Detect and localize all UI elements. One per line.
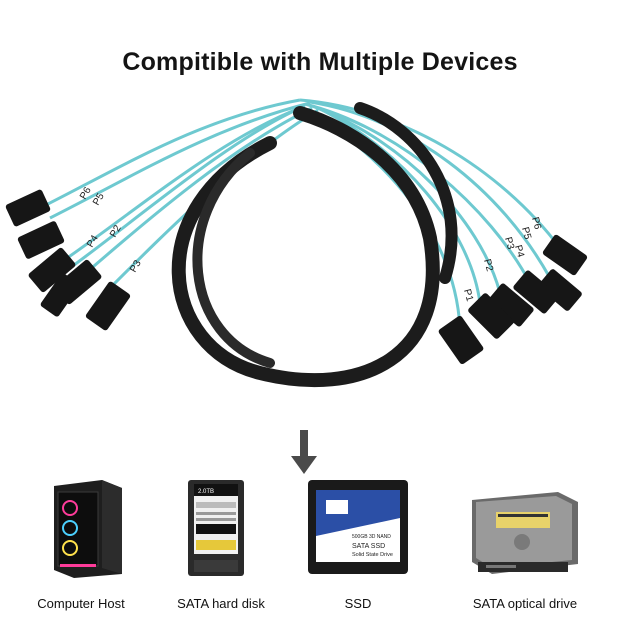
port-label: P6 (78, 185, 94, 201)
port-label: P4 (512, 244, 526, 259)
pc-tower-icon (54, 480, 122, 578)
device-label-sata-hard-disk: SATA hard disk (177, 596, 265, 611)
arrow-down-icon (291, 430, 317, 474)
cable-product-image: P6 P5 P4 P2 P3 P1 P2 P3 P4 P5 P6 (5, 98, 588, 388)
port-label: P5 (519, 226, 533, 241)
ssd-text-1: 500GB 3D NAND (352, 534, 391, 540)
port-label: P6 (529, 216, 543, 231)
ssd-icon: 500GB 3D NAND SATA SSD Solid State Drive (308, 480, 408, 574)
ssd-text-3: Solid State Drive (352, 552, 393, 558)
port-label: P2 (481, 258, 495, 273)
port-label: P4 (85, 233, 101, 249)
port-label: P2 (108, 223, 124, 239)
device-label-ssd: SSD (344, 596, 372, 611)
port-label: P1 (461, 288, 475, 303)
optical-drive-icon (472, 492, 578, 574)
port-label: P5 (91, 191, 107, 207)
port-label: P3 (128, 258, 144, 274)
port-label: P3 (502, 236, 516, 251)
device-label-sata-optical-drive: SATA optical drive (472, 596, 578, 611)
device-label-computer-host: Computer Host (37, 596, 125, 611)
page-title: Compitible with Multiple Devices (122, 48, 518, 76)
hdd-capacity-text: 2.0TB (198, 489, 214, 495)
hard-disk-icon: 2.0TB (188, 480, 244, 576)
ssd-text-2: SATA SSD (352, 543, 385, 550)
